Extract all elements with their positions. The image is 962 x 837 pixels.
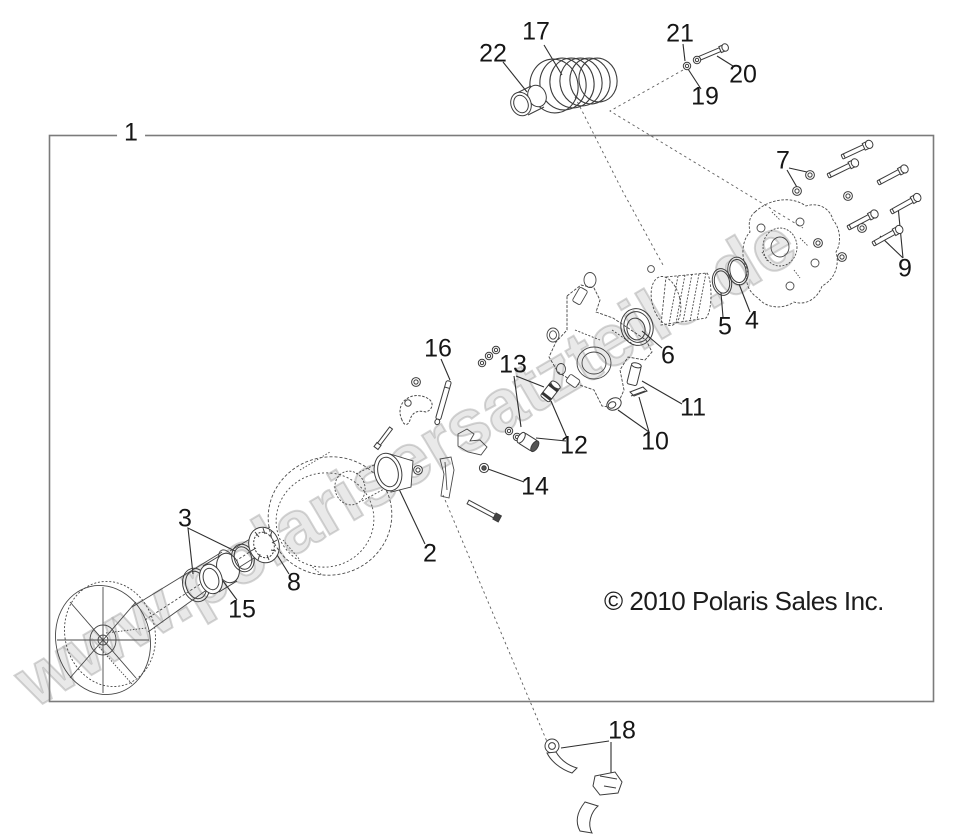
weights-18-drawing xyxy=(544,738,623,834)
part-callout-5: 5 xyxy=(718,312,732,341)
part-callout-1: 1 xyxy=(117,120,145,146)
ring-6-drawing xyxy=(620,308,654,346)
part-callout-17: 17 xyxy=(522,17,550,46)
part-callout-19: 19 xyxy=(691,82,719,111)
part-callout-20: 20 xyxy=(729,60,757,89)
border-frame xyxy=(48,134,935,703)
nut-14-drawing xyxy=(478,462,490,474)
part-callout-15: 15 xyxy=(228,595,256,624)
spider-drawing xyxy=(546,272,653,409)
fan-sheave-drawing xyxy=(55,580,156,696)
part-callout-7: 7 xyxy=(776,146,790,175)
dashed-alignment-lines xyxy=(442,69,804,745)
part-callout-13: 13 xyxy=(499,350,527,379)
bushing-22-drawing xyxy=(510,84,547,117)
cover-plate-drawing xyxy=(742,199,840,308)
bushing-2-drawing xyxy=(373,452,414,493)
part-callout-11: 11 xyxy=(680,393,706,422)
part-callout-10: 10 xyxy=(641,427,669,456)
part-callout-21: 21 xyxy=(666,19,694,48)
part-callout-22: 22 xyxy=(479,39,507,68)
part-callout-3: 3 xyxy=(178,504,192,533)
rocker-arm-drawing xyxy=(399,395,433,425)
part-callout-6: 6 xyxy=(661,341,675,370)
ring-4-drawing xyxy=(727,256,749,286)
bushing-15-drawing xyxy=(199,552,240,595)
fork-drawing xyxy=(439,428,488,499)
part-callout-18: 18 xyxy=(608,716,636,745)
part-callout-9: 9 xyxy=(898,254,912,283)
small-pin-drawing xyxy=(373,377,423,475)
part-callout-4: 4 xyxy=(745,306,759,335)
top-bolt-hardware-drawing xyxy=(682,43,729,71)
lower-bolt-drawing xyxy=(466,499,503,523)
roller-12-drawing xyxy=(504,426,540,453)
pin-16-drawing xyxy=(434,380,452,426)
ribbed-hub-drawing xyxy=(647,265,712,326)
part-callout-8: 8 xyxy=(287,568,301,597)
copyright-notice: © 2010 Polaris Sales Inc. xyxy=(604,586,884,616)
roller-10-11-drawing xyxy=(606,362,648,411)
part-callout-2: 2 xyxy=(423,539,437,568)
bushing-13-drawing xyxy=(540,380,561,403)
part-callout-16: 16 xyxy=(424,334,452,363)
leader-lines xyxy=(187,43,904,774)
part-callout-14: 14 xyxy=(521,472,549,501)
part-callout-12: 12 xyxy=(560,431,588,460)
